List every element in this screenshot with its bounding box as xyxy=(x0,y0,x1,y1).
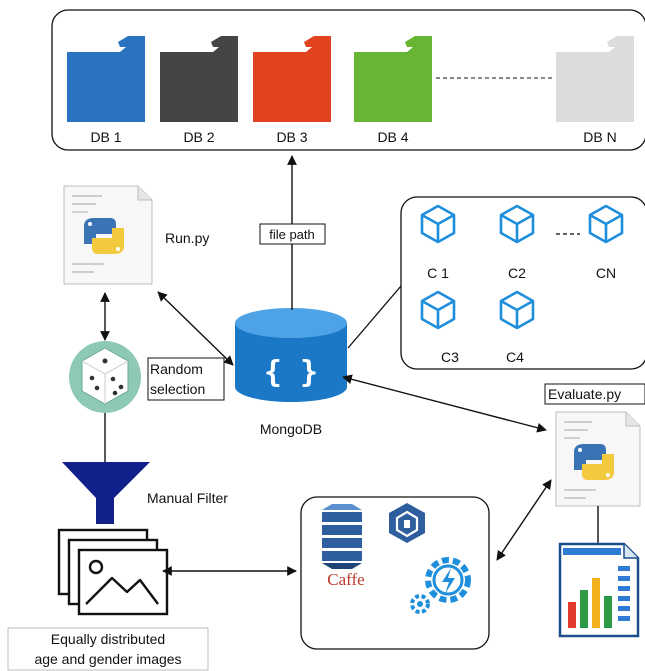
automation-gear-icon xyxy=(410,557,471,614)
mongodb-label: MongoDB xyxy=(260,421,322,437)
containers-box xyxy=(400,196,645,370)
manual-filter-label: Manual Filter xyxy=(147,490,228,506)
file-path-label-box xyxy=(259,223,326,245)
container-cn-label: CN xyxy=(596,265,616,281)
random-selection-label-box xyxy=(147,357,225,401)
images-caption-line2: age and gender images xyxy=(34,651,181,667)
mongodb-braces-glyph: { } xyxy=(264,355,318,390)
folder-db4-icon xyxy=(354,36,432,122)
container-c3-icon xyxy=(420,290,456,330)
runpy-mongodb-arrow xyxy=(157,291,234,366)
container-c2-label: C2 xyxy=(508,265,526,281)
container-c4-label: C4 xyxy=(506,349,524,365)
container-c1-label: C 1 xyxy=(427,265,449,281)
mongodb-evaluate-arrow xyxy=(342,374,547,433)
random-selection-label-line2: selection xyxy=(150,381,205,397)
report-chart-icon xyxy=(558,542,640,638)
database-storage-group: DB 1 DB 2 DB 3 DB 4 DB N xyxy=(51,9,645,151)
manual-filter-funnel-icon xyxy=(62,462,150,524)
folder-db2-icon xyxy=(160,36,238,122)
images-caption-line1: Equally distributed xyxy=(51,631,165,647)
container-c1-icon xyxy=(420,204,456,244)
folder-dbn-icon xyxy=(556,36,634,122)
container-c2-icon xyxy=(499,204,535,244)
images-caption-box xyxy=(7,627,209,671)
file-path-label: file path xyxy=(269,227,315,242)
folder-db3-label: DB 3 xyxy=(276,129,307,145)
containers-to-mongodb-line xyxy=(347,285,402,349)
folder-db1-icon xyxy=(67,36,145,122)
evaluate-py-label: Evaluate.py xyxy=(548,386,621,402)
folder-db2-label: DB 2 xyxy=(183,129,214,145)
folder-dbn-label: DB N xyxy=(583,129,616,145)
container-cn-icon xyxy=(588,204,624,244)
aws-blocks-icon xyxy=(322,504,362,569)
folder-db4-label: DB 4 xyxy=(377,129,408,145)
folder-db1-label: DB 1 xyxy=(90,129,121,145)
run-py-label: Run.py xyxy=(165,230,209,246)
containers-group: C 1 C2 CN C3 C4 xyxy=(400,196,645,370)
training-evaluate-arrow xyxy=(496,479,552,561)
folder-db3-icon xyxy=(253,36,331,122)
evaluate-py-file-icon xyxy=(555,411,641,507)
random-dice-icon xyxy=(69,341,141,413)
training-group: Caffe xyxy=(300,496,490,650)
container-c3-label: C3 xyxy=(441,349,459,365)
random-selection-label-line1: Random xyxy=(150,361,203,377)
image-stack-icon xyxy=(57,528,169,616)
caffe-label: Caffe xyxy=(327,570,364,589)
mongodb-icon: { } xyxy=(235,308,347,402)
aws-hexagon-icon xyxy=(389,503,425,543)
container-c4-icon xyxy=(499,290,535,330)
run-py-file-icon xyxy=(63,185,153,285)
